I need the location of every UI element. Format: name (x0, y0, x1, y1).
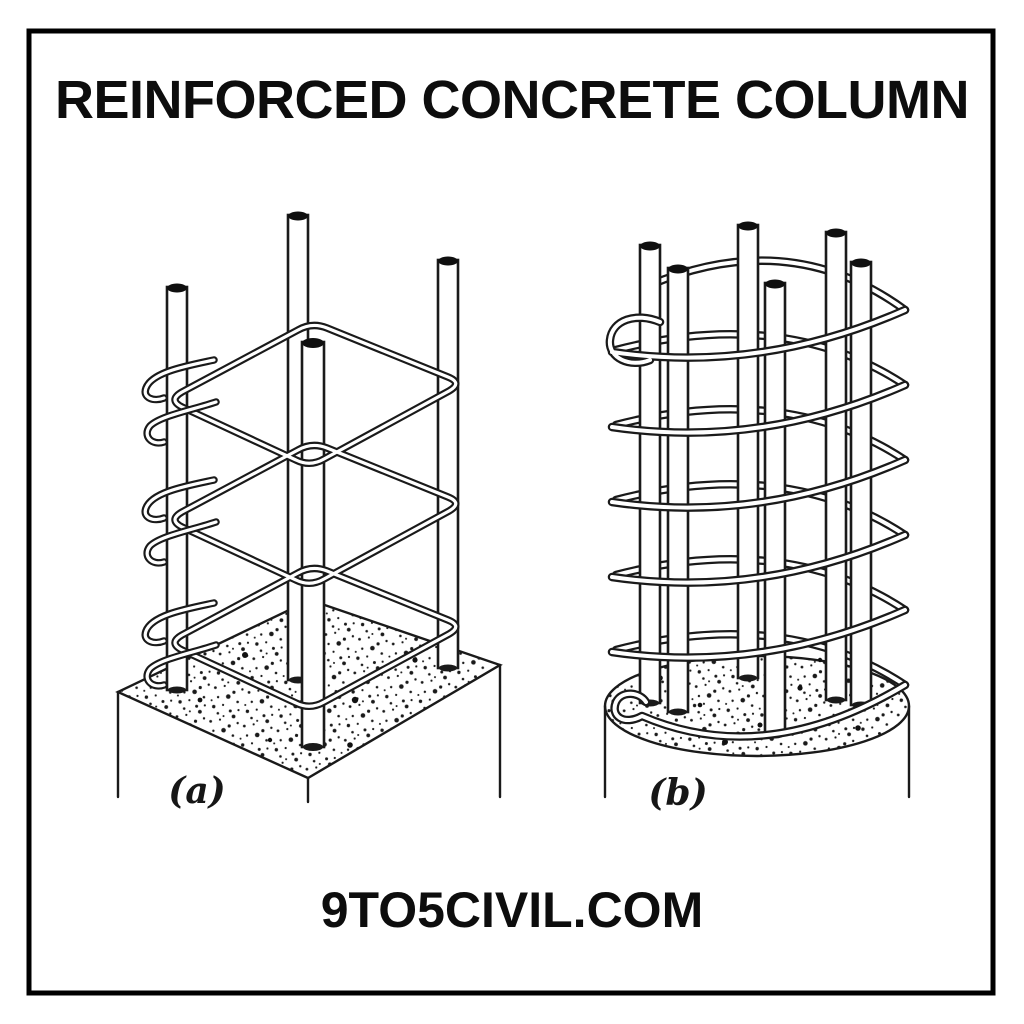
concrete-cylinder-face-b (605, 706, 909, 797)
figure-b-spiral-column: (b) (603, 221, 911, 814)
tie-hooks-a (141, 356, 220, 690)
page-border (26, 28, 996, 996)
figure-a-tied-column: (a) (115, 211, 503, 812)
website-watermark: 9TO5CIVIL.COM (321, 882, 703, 938)
rebar-b-left-back (638, 241, 662, 707)
figure-a-label: (a) (168, 770, 225, 812)
rebar-a-front (300, 338, 326, 751)
rebar-b-left-front (666, 264, 690, 716)
lateral-ties-a (171, 321, 460, 710)
spiral-front (605, 305, 910, 741)
rebar-b-right-back (824, 228, 848, 704)
page-title: REINFORCED CONCRETE COLUMN (55, 70, 969, 130)
rebar-b-center-back (736, 221, 760, 682)
rebar-a-right (436, 256, 460, 672)
figure-b-label: (b) (648, 772, 707, 814)
